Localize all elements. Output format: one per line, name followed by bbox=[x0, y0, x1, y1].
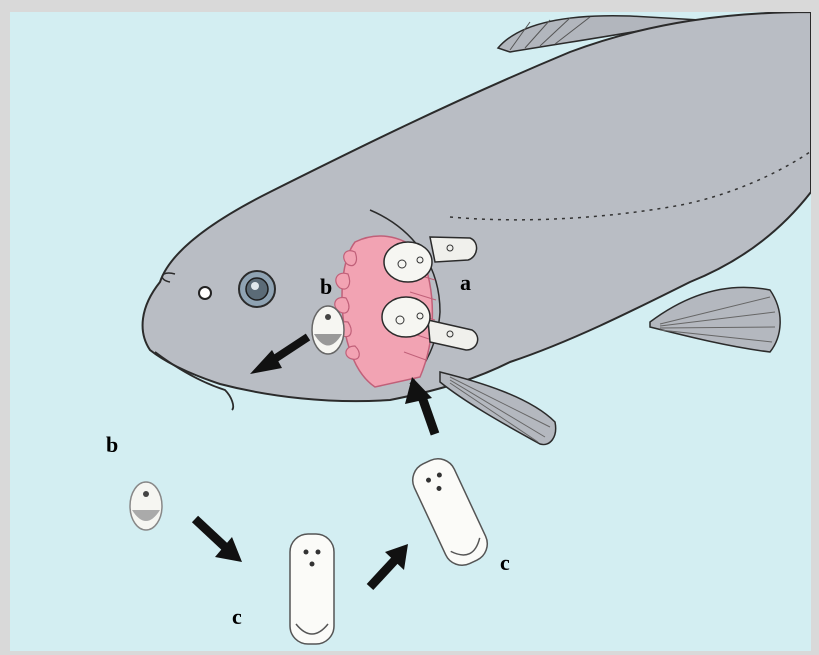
diagram-panel: a b b c c bbox=[10, 12, 811, 651]
label-b-free: b bbox=[106, 432, 118, 458]
label-b-on-fish: b bbox=[320, 274, 332, 300]
tomont-free bbox=[130, 482, 162, 530]
label-c-left: c bbox=[232, 604, 242, 630]
arrow-c-to-c bbox=[370, 544, 408, 587]
label-a: a bbox=[460, 270, 471, 296]
theront-left bbox=[290, 534, 334, 644]
arrow-b-to-c bbox=[195, 519, 242, 562]
fish-eye bbox=[239, 271, 275, 307]
nostril bbox=[199, 287, 211, 299]
tomont-on-fish bbox=[312, 306, 344, 354]
theront-right bbox=[407, 453, 493, 571]
lifecycle-diagram bbox=[10, 12, 811, 651]
label-c-right: c bbox=[500, 550, 510, 576]
